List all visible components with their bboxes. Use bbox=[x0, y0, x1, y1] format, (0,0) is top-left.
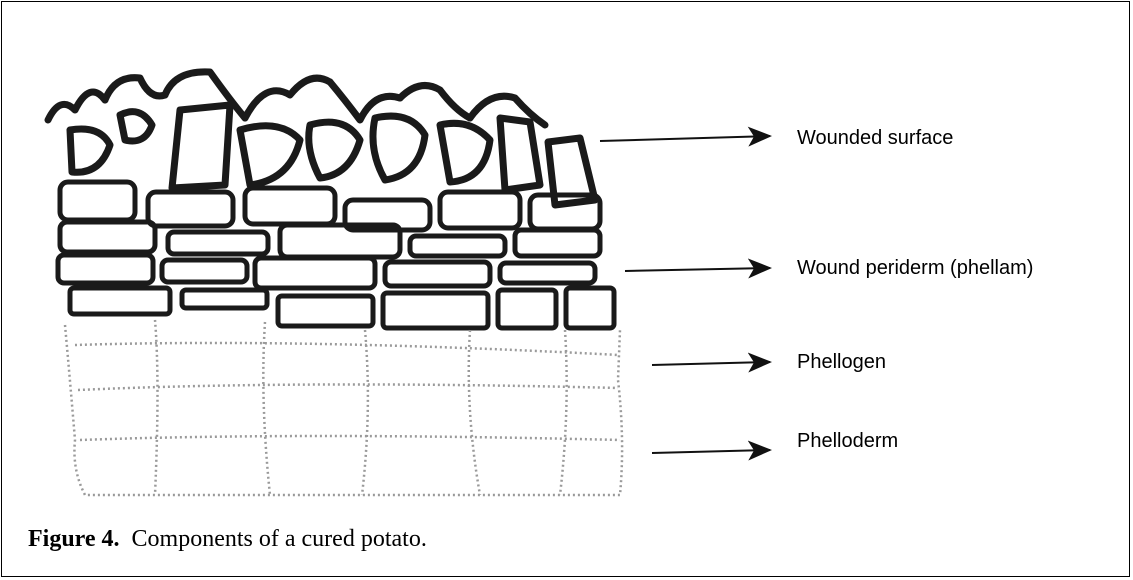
label-wound-periderm: Wound periderm (phellam) bbox=[797, 258, 1033, 278]
figure-caption-text: Components of a cured potato. bbox=[132, 526, 427, 552]
arrow-wound-periderm bbox=[625, 268, 770, 271]
wound-periderm-cells bbox=[58, 182, 614, 328]
phellogen-phelloderm-cells bbox=[65, 320, 622, 495]
arrow-phelloderm bbox=[652, 450, 770, 453]
label-wounded-surface: Wounded surface bbox=[797, 128, 953, 148]
arrow-phellogen bbox=[652, 362, 770, 365]
label-phelloderm: Phelloderm bbox=[797, 431, 898, 451]
figure-number: Figure 4. bbox=[28, 526, 120, 552]
pointer-arrows bbox=[600, 136, 770, 453]
figure-caption: Figure 4. Components of a cured potato. bbox=[28, 527, 427, 551]
arrow-wounded-surface bbox=[600, 136, 770, 141]
label-phellogen: Phellogen bbox=[797, 352, 886, 372]
